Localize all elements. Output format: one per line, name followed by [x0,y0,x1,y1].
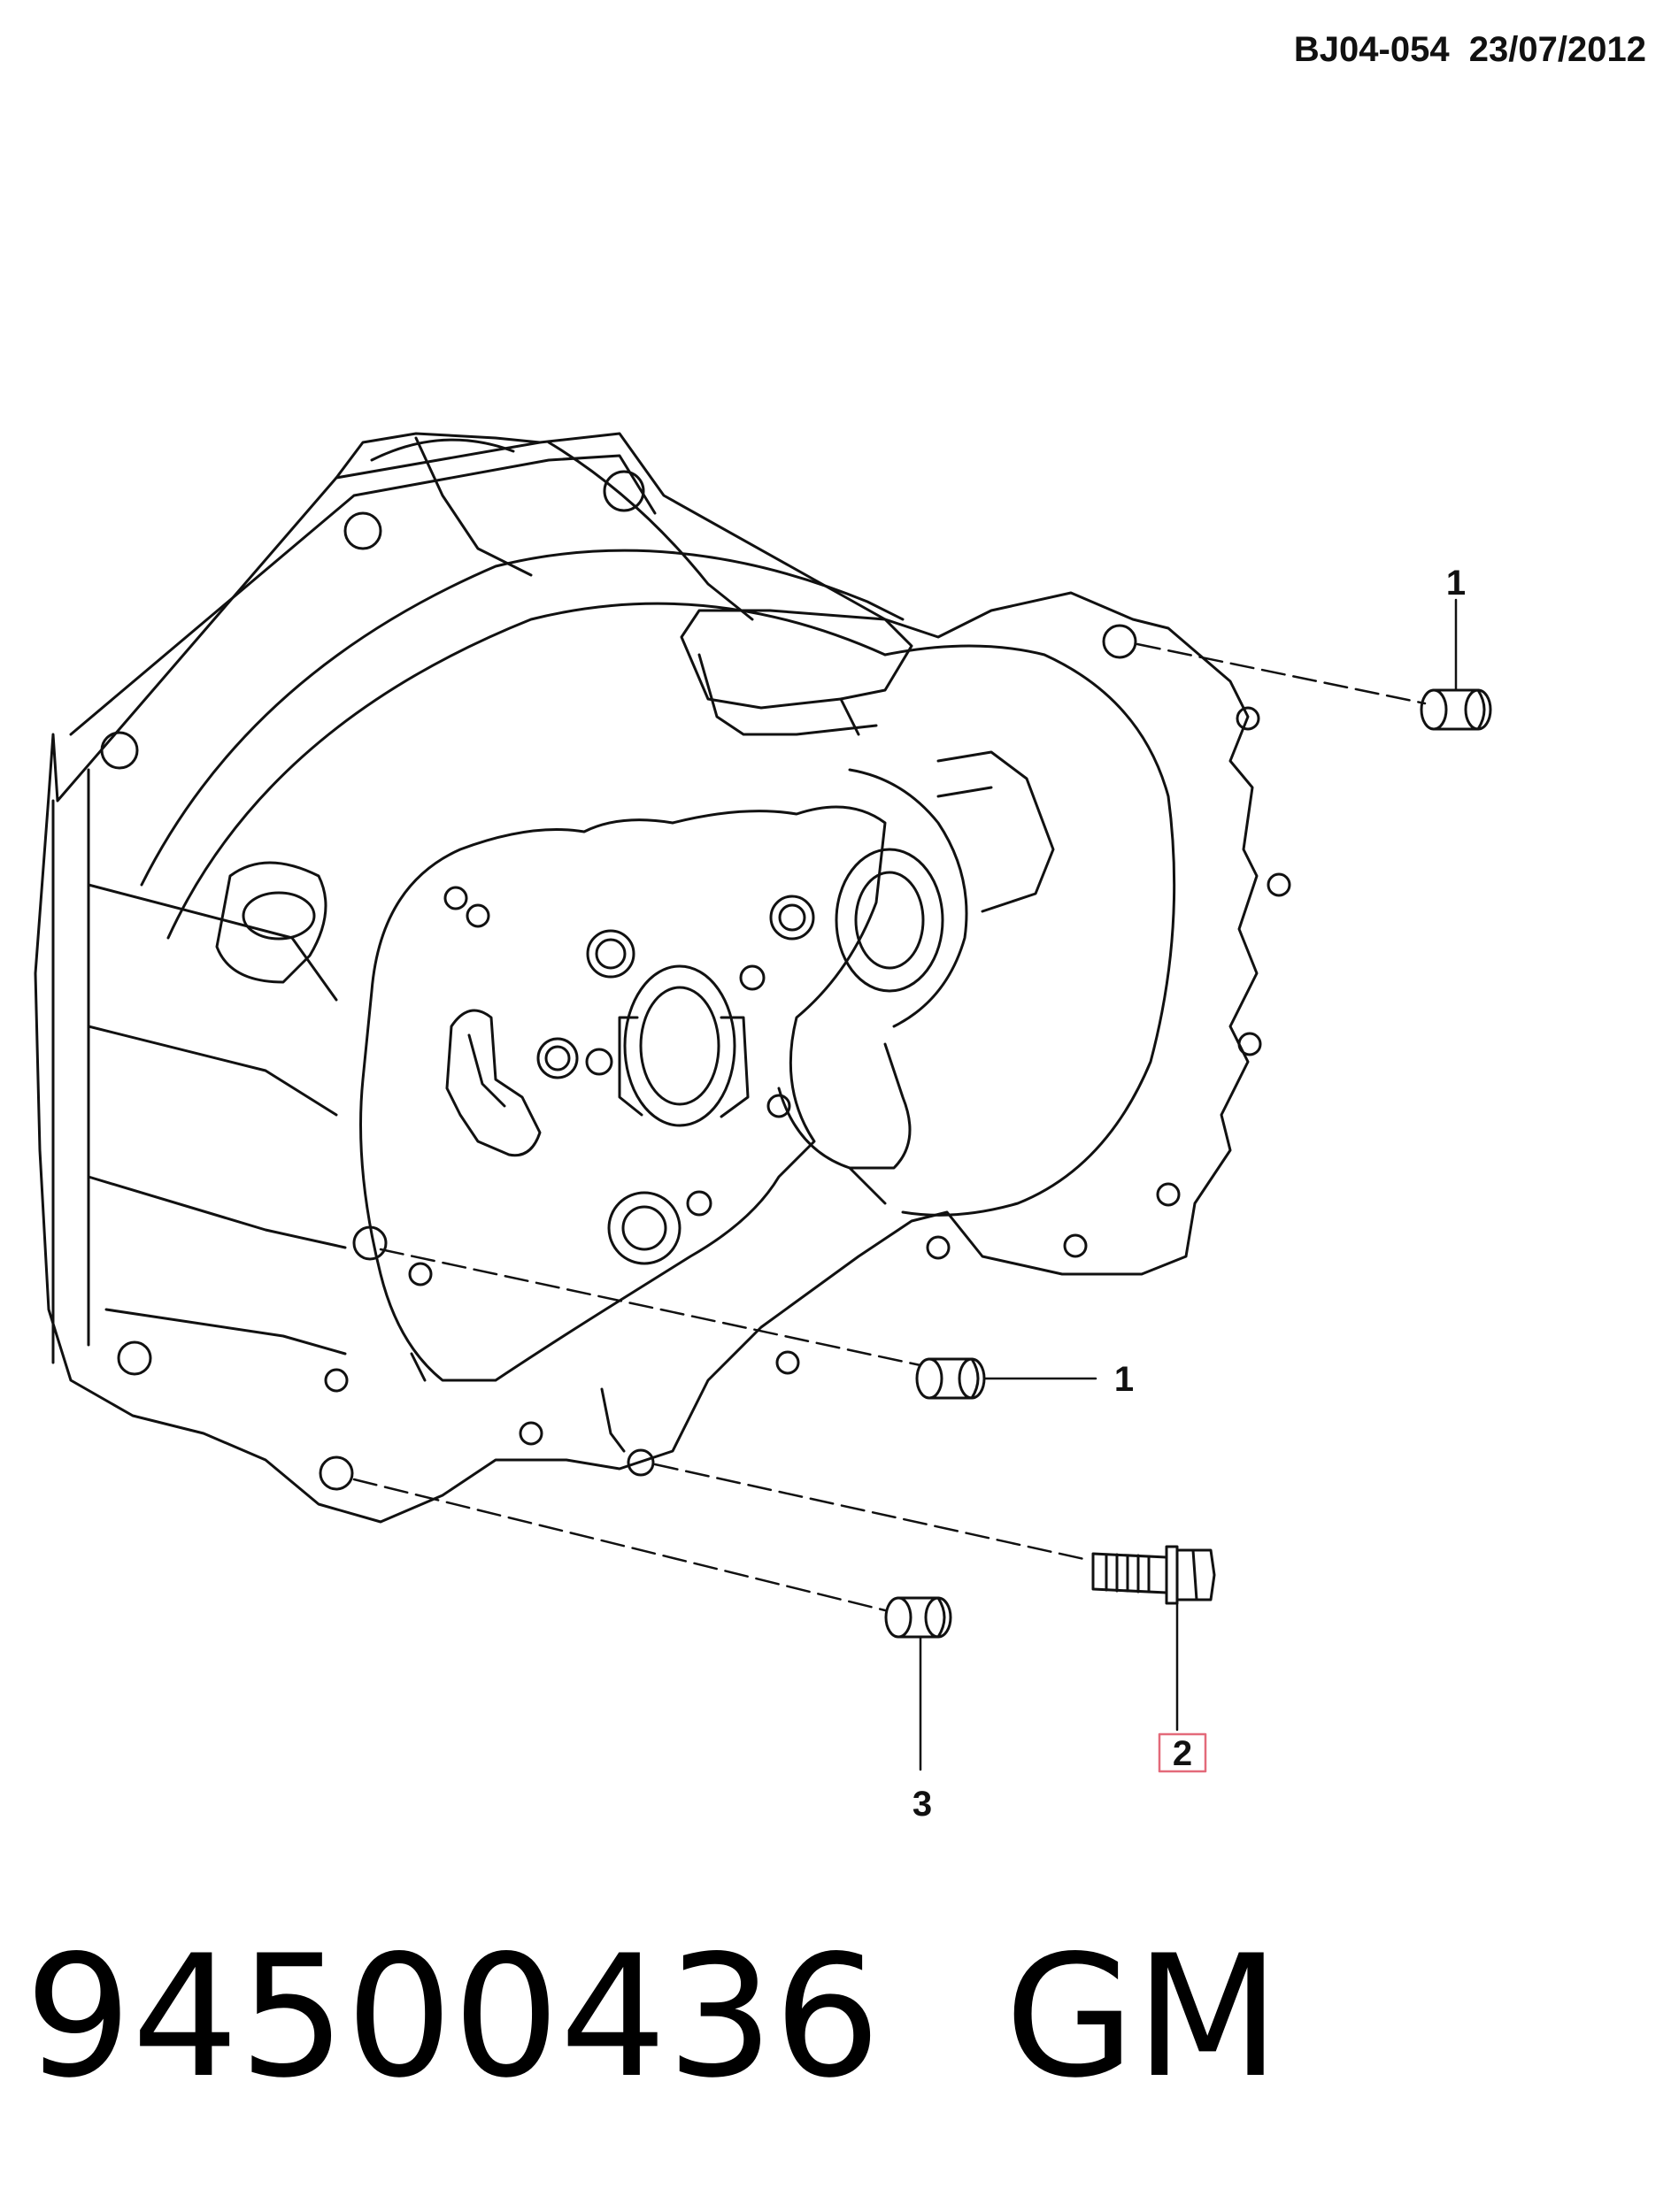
dowel-sleeve-top [1420,688,1492,731]
callout-2-highlight [1158,1732,1207,1773]
dowel-sleeve-lower [884,1596,952,1639]
part-number: 94500436 [25,1919,882,2115]
alignment-lines [352,642,1427,1612]
callout-1-middle-label: 1 [1114,1360,1134,1399]
callout-3-label: 3 [913,1785,932,1824]
leader-lines [919,598,1458,1771]
callout-2-label: 2 [1173,1734,1192,1773]
dowel-sleeve-middle [915,1357,986,1400]
transmission-housing [34,432,1291,1524]
brand-name: GM [1005,1919,1281,2115]
flange-bolt [1091,1545,1216,1605]
callout-1-top-label: 1 [1446,564,1466,603]
part-number-line: 94500436 GM [25,1920,1529,2115]
diagram-reference: BJ04-054 23/07/2012 [1293,30,1646,69]
